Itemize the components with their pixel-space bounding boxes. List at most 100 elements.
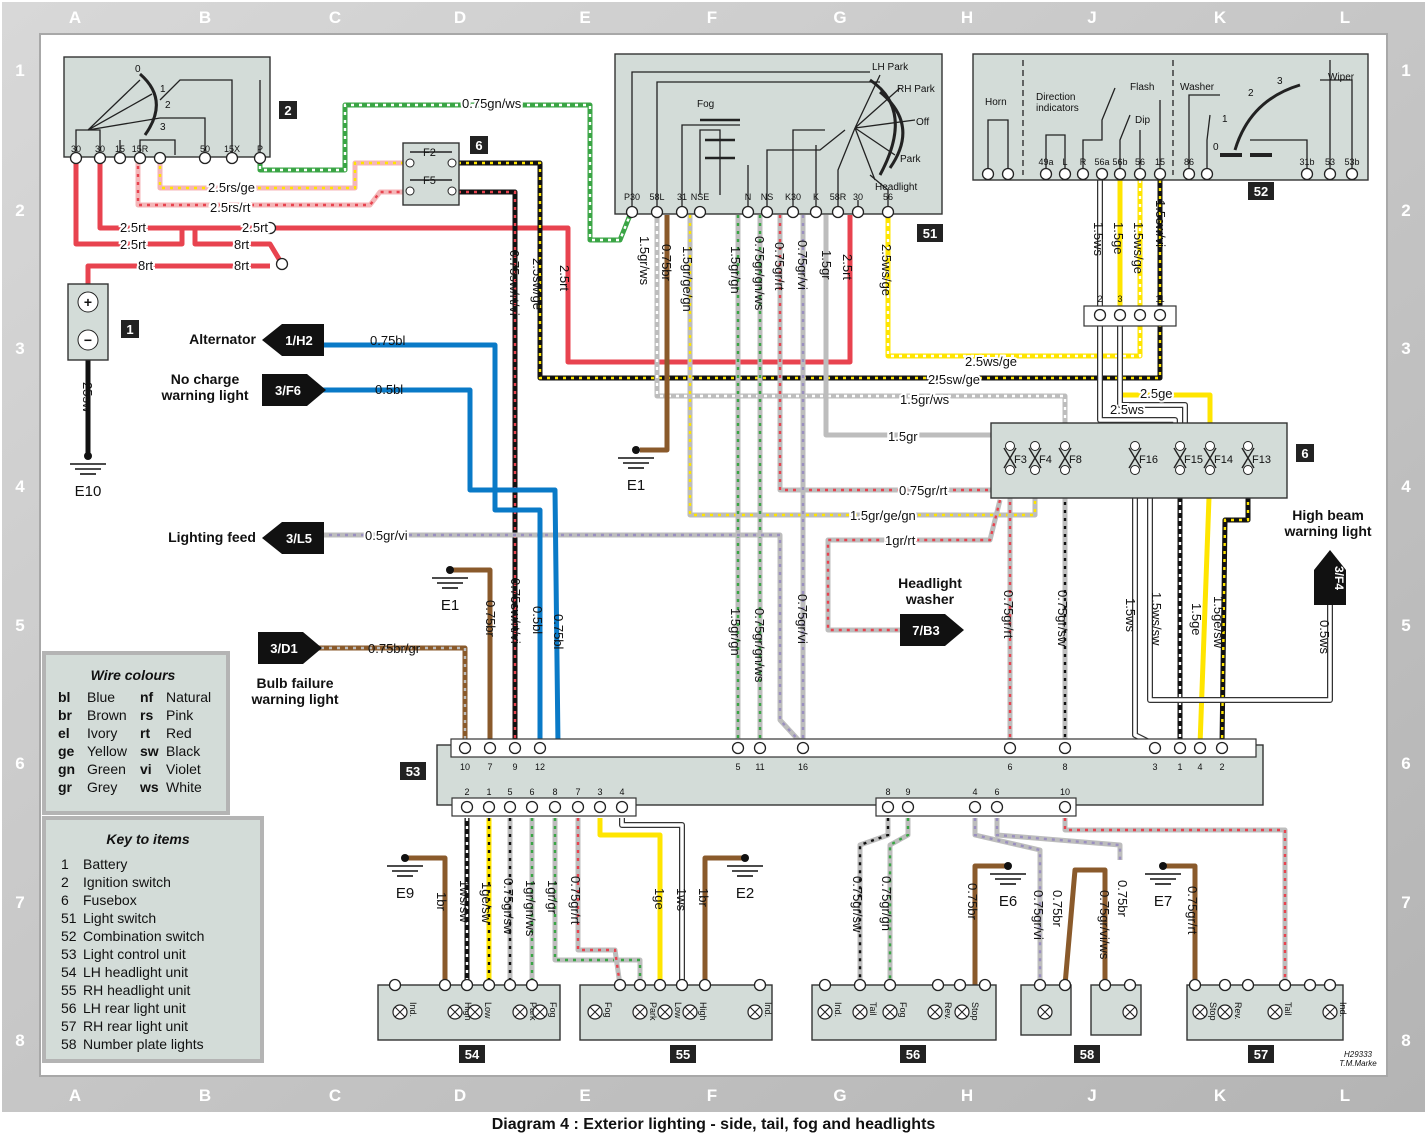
wire-0-75br-gr-stripe xyxy=(305,646,467,745)
wire-label: 1br xyxy=(434,892,449,911)
ignition-rotor xyxy=(87,79,161,131)
wire-label: 0.75gr/vi/ws xyxy=(1097,890,1112,960)
fuse-F14-terminal xyxy=(1205,465,1215,475)
combo-pin-label: 53b xyxy=(1344,157,1359,167)
wire-label-no-charge: 0.5bl xyxy=(375,382,403,397)
ground-E6-dot xyxy=(1004,862,1012,870)
badge-ignition xyxy=(279,101,297,119)
badge-number-plate-text: 58 xyxy=(1080,1047,1094,1062)
ground-E1-label: E1 xyxy=(627,477,645,494)
control-top-pin xyxy=(458,741,472,755)
wire-0-75gr-vi-b-stripe xyxy=(973,818,1042,985)
combo-pin-label: R xyxy=(1080,157,1087,167)
control-bottom-right-pin-label: 10 xyxy=(1060,787,1070,797)
ignition-pin-label: 15 xyxy=(115,144,125,154)
fuse-terminal xyxy=(447,186,457,196)
control-bottom-right-pin xyxy=(901,800,915,814)
wire-code: sw xyxy=(140,743,159,759)
number-plate-lamp-cross xyxy=(1124,1006,1136,1018)
control-bottom-right-pin xyxy=(968,800,982,814)
rh-rear-pin xyxy=(1218,978,1232,992)
connector-headlight-washer xyxy=(900,614,964,646)
fuse-F4 xyxy=(1028,447,1042,469)
wire-colour-name: Red xyxy=(166,725,192,741)
row-label-left: 6 xyxy=(15,754,24,773)
wire-colour-name: Violet xyxy=(166,761,201,777)
fuse-F3-terminal xyxy=(1005,465,1015,475)
wire-label: 0.75gr/gn/ws xyxy=(752,236,767,311)
badge-number-plate xyxy=(1074,1045,1100,1063)
row-label-left: 5 xyxy=(15,616,24,635)
fuse-F13 xyxy=(1241,447,1255,469)
column-label-bottom: E xyxy=(579,1086,590,1105)
wire-label: 0.75br xyxy=(1050,890,1065,928)
badge-fusebox-main xyxy=(1296,444,1314,462)
wire-label: 0.75gr/vi xyxy=(795,594,810,644)
lh-rear-pin xyxy=(883,978,897,992)
rh-rear-pin xyxy=(1278,978,1292,992)
wire-0-75gr-rt-d-stripe xyxy=(1063,818,1287,985)
rh-headlight-unit xyxy=(579,984,773,1041)
wire-label: 0.75gr/rt xyxy=(1001,590,1016,639)
battery-positive xyxy=(77,291,99,313)
rh-headlight-pin xyxy=(753,978,767,992)
fusebox-main xyxy=(990,422,1288,499)
control-bottom-left-pin xyxy=(460,800,474,814)
no-charge-label: warning light xyxy=(160,387,248,403)
row-label-left: 8 xyxy=(15,1031,24,1050)
key-item-number: 57 xyxy=(61,1018,77,1034)
rh-rear-pin xyxy=(1188,978,1202,992)
wire-label: 1gr/gn/ws xyxy=(523,880,538,937)
connector-bulb-failure-ref: 3/D1 xyxy=(270,641,297,656)
fuse-F13-label: F13 xyxy=(1252,454,1271,466)
light-switch-pin-label: 58L xyxy=(649,192,664,202)
lh-headlight-pin xyxy=(388,978,402,992)
column-label-top: A xyxy=(69,8,81,27)
connector-pin xyxy=(1133,308,1147,322)
combo-pin xyxy=(1076,167,1090,181)
ground-E9-label: E9 xyxy=(396,885,414,902)
control-bottom-left-pin xyxy=(503,800,517,814)
connector-high-beam xyxy=(1314,550,1346,605)
wiper-position: 3 xyxy=(1277,76,1283,87)
connector-pin-label: 2 xyxy=(1097,294,1102,304)
combo-horn: Horn xyxy=(985,97,1007,108)
rh-headlight-lamp-cross xyxy=(589,1006,601,1018)
combo-pin-label: 49a xyxy=(1038,157,1053,167)
control-top-pin xyxy=(1058,741,1072,755)
wire-label: 1ge xyxy=(652,888,667,910)
fuse-F13-terminal xyxy=(1243,441,1253,451)
wire-0-75br-58 xyxy=(1062,867,1108,986)
wire-label: 1.5sw/vi xyxy=(1153,200,1168,247)
control-bottom-left-pin-label: 4 xyxy=(619,787,624,797)
column-label-bottom: A xyxy=(69,1086,81,1105)
ignition-pin xyxy=(69,151,83,165)
fuse-F15 xyxy=(1173,447,1187,469)
badge-rh-headlight xyxy=(670,1045,696,1063)
rh-rear-lamp-label: Rev. xyxy=(1233,1002,1243,1020)
wire-label: 0.75br xyxy=(965,883,980,921)
fuse-F3 xyxy=(1003,447,1017,469)
key-item-name: Battery xyxy=(83,856,127,872)
combo-pin-label: 86 xyxy=(1184,157,1194,167)
light-switch-headlight: Headlight xyxy=(875,182,917,193)
wire-label: 0.75gr/sw xyxy=(501,878,516,935)
rh-rear-pin xyxy=(1303,978,1317,992)
wire-label: 0.5ws xyxy=(1317,620,1332,654)
wire-label-alternator: 0.75bl xyxy=(370,333,406,348)
combo-pin-label: 56a xyxy=(1094,157,1109,167)
column-label-top: G xyxy=(833,8,846,27)
wire-label: 0.75gr/rt xyxy=(568,876,583,925)
wire-colour-name: Natural xyxy=(166,689,211,705)
column-label-top: L xyxy=(1340,8,1350,27)
rh-headlight-lamp-label: High xyxy=(698,1002,708,1021)
wire-label: 1ge/sw xyxy=(479,882,494,924)
light-switch-rotor xyxy=(854,74,916,181)
wire-label: 2.5ge xyxy=(1140,386,1173,401)
badge-fusebox-small xyxy=(470,136,488,154)
connector-lighting-feed-ref: 3/L5 xyxy=(286,531,312,546)
wire-colour-name: Black xyxy=(166,743,201,759)
wire-label: 0.5bl xyxy=(530,606,545,634)
light-switch-pin xyxy=(831,205,845,219)
wire-label: 2.5ws xyxy=(1110,402,1144,417)
